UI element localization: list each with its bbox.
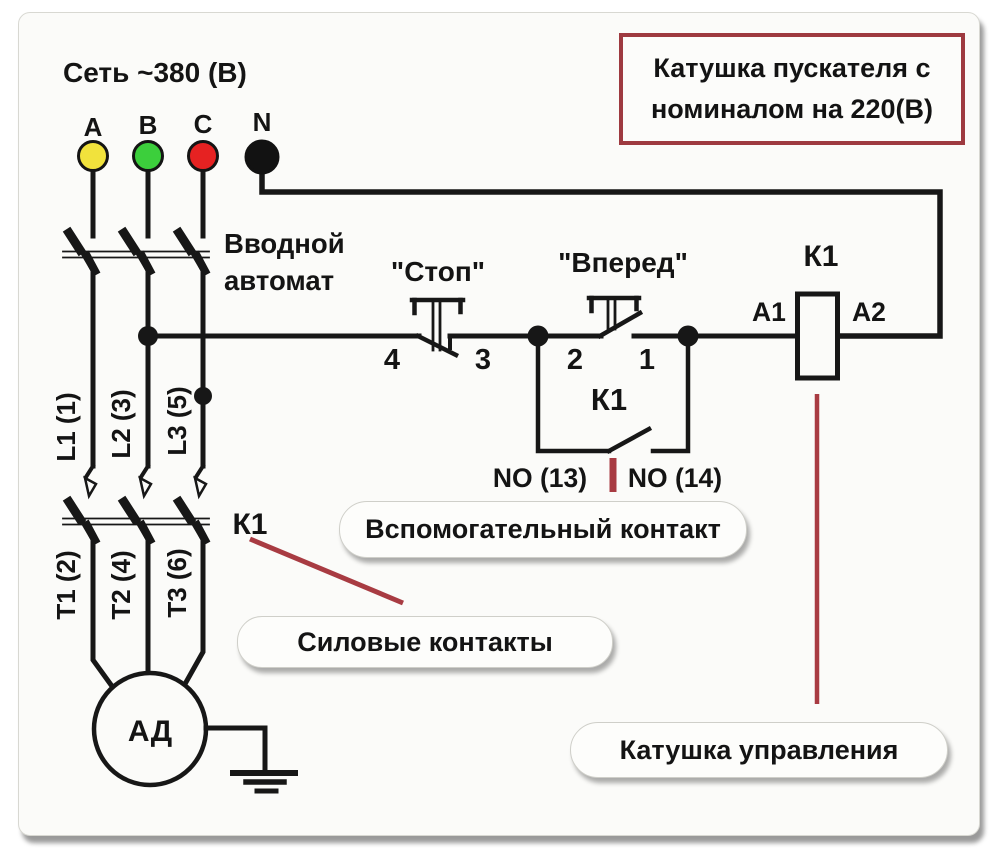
forward-button-label: "Вперед" — [558, 247, 688, 278]
stop-button-symbol — [409, 297, 466, 359]
aux-contact-symbol — [535, 333, 691, 455]
input-breaker-symbol — [62, 226, 211, 277]
callout-control-coil: Катушка управления — [570, 722, 948, 778]
neutral-label: N — [253, 107, 272, 137]
coil-relay-label: К1 — [804, 240, 839, 273]
breaker-label-line2: автомат — [224, 265, 334, 296]
terminal-2-label: 2 — [567, 344, 583, 376]
coil-note-box: Катушка пускателя с номиналом на 220(В) — [619, 33, 965, 145]
junction-dot-l3 — [194, 387, 212, 405]
power-pointer-line — [249, 536, 404, 606]
a2-label: A2 — [852, 297, 886, 327]
terminal-3-label: 3 — [475, 344, 491, 376]
callout-aux-contact: Вспомогательный контакт — [339, 501, 747, 558]
wiring-group — [62, 168, 943, 794]
no14-label: NO (14) — [628, 463, 722, 493]
stop-blade — [414, 332, 460, 359]
power-relay-label: К1 — [233, 508, 268, 541]
phase-a-terminal — [77, 140, 109, 172]
breaker-label-line1: Вводной — [224, 228, 345, 259]
junction-dot-right — [677, 325, 699, 347]
aux-blade — [605, 425, 653, 455]
phase-a-label: A — [84, 112, 103, 142]
aux-relay-label: К1 — [591, 382, 627, 417]
neutral-wire — [259, 170, 943, 339]
pole-l3-label: L3 (5) — [162, 386, 192, 455]
coil-note-line1: Катушка пускателя с — [653, 53, 931, 83]
junction-dot-left — [527, 325, 549, 347]
network-title: Сеть ~380 (В) — [63, 57, 247, 88]
junction-dot-tap — [138, 326, 158, 346]
pole-l2-label: L2 (3) — [106, 389, 136, 458]
phase-terminals — [77, 139, 280, 175]
pole-t3-label: T3 (6) — [162, 548, 192, 617]
terminal-4-label: 4 — [384, 344, 400, 376]
pole-t2-label: T2 (4) — [106, 550, 136, 619]
pole-l1-label: L1 (1) — [51, 392, 81, 461]
coil-symbol — [795, 291, 840, 381]
forward-button-symbol — [586, 295, 644, 340]
phase-b-label: B — [139, 110, 158, 140]
neutral-terminal — [244, 139, 280, 175]
terminal-1-label: 1 — [639, 344, 655, 376]
line-t3-run — [181, 538, 206, 688]
stop-button-label: "Стоп" — [391, 256, 485, 287]
phase-b-terminal — [132, 140, 164, 172]
phase-c-terminal — [187, 140, 219, 172]
forward-blade — [596, 309, 644, 340]
no13-label: NO (13) — [493, 463, 587, 493]
a1-label: A1 — [752, 297, 786, 327]
line-t1-run — [90, 538, 118, 693]
ground-icon — [203, 725, 298, 794]
pole-t1-label: T1 (2) — [51, 550, 81, 619]
callout-power-contacts: Силовые контакты — [237, 616, 613, 668]
phase-c-label: C — [194, 109, 213, 139]
power-contacts-symbol — [62, 495, 211, 546]
line-end-jaws — [83, 463, 208, 500]
motor-label: АД — [128, 715, 172, 748]
coil-note-line2: номиналом на 220(В) — [650, 94, 934, 124]
